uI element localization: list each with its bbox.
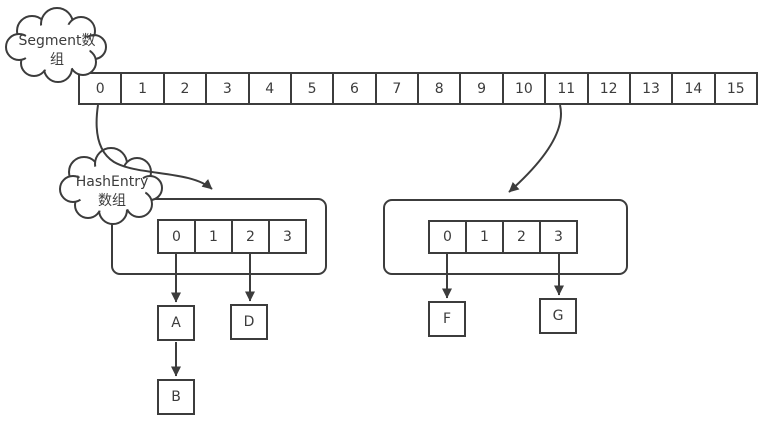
array-cell: 2 <box>231 221 268 252</box>
array-cell: 3 <box>539 222 576 252</box>
array-cell: 0 <box>443 229 452 245</box>
segment-cloud-label-line1: Segment数 <box>19 33 96 49</box>
array-cell: 0 <box>172 228 181 245</box>
array-cell: 3 <box>205 74 247 103</box>
arrow-segment0-to-left-bucket <box>95 104 213 190</box>
node-f: F <box>428 301 466 337</box>
array-cell: 12 <box>586 74 629 103</box>
hashentry-cloud-label-line1: HashEntry <box>76 174 149 190</box>
array-cell: 13 <box>628 74 671 103</box>
array-cell: 10 <box>501 74 544 103</box>
arrow-segment11-to-right-bucket <box>508 104 562 193</box>
array-cell: 14 <box>671 74 713 103</box>
array-cell: 8 <box>417 74 459 103</box>
segment-cloud-label-line2: 组 <box>50 52 64 68</box>
array-cell: 5 <box>289 74 332 103</box>
node-a: A <box>157 305 195 341</box>
node-g: G <box>539 298 577 334</box>
array-cell: 7 <box>374 74 417 103</box>
array-cell: 3 <box>268 221 305 252</box>
array-cell: 1 <box>465 222 502 252</box>
array-cell: 1 <box>120 74 162 103</box>
array-cell: 2 <box>502 222 539 252</box>
array-cell: 11 <box>544 74 586 103</box>
array-cell: 0 <box>95 80 105 97</box>
segment-cloud <box>5 7 107 83</box>
array-cell: 1 <box>194 221 231 252</box>
node-b: B <box>157 379 195 415</box>
node-d: D <box>230 304 268 340</box>
array-cell: 15 <box>713 74 756 103</box>
array-cell: 9 <box>459 74 501 103</box>
array-cell: 2 <box>162 74 205 103</box>
array-cell: 6 <box>332 74 374 103</box>
array-cell: 4 <box>247 74 290 103</box>
